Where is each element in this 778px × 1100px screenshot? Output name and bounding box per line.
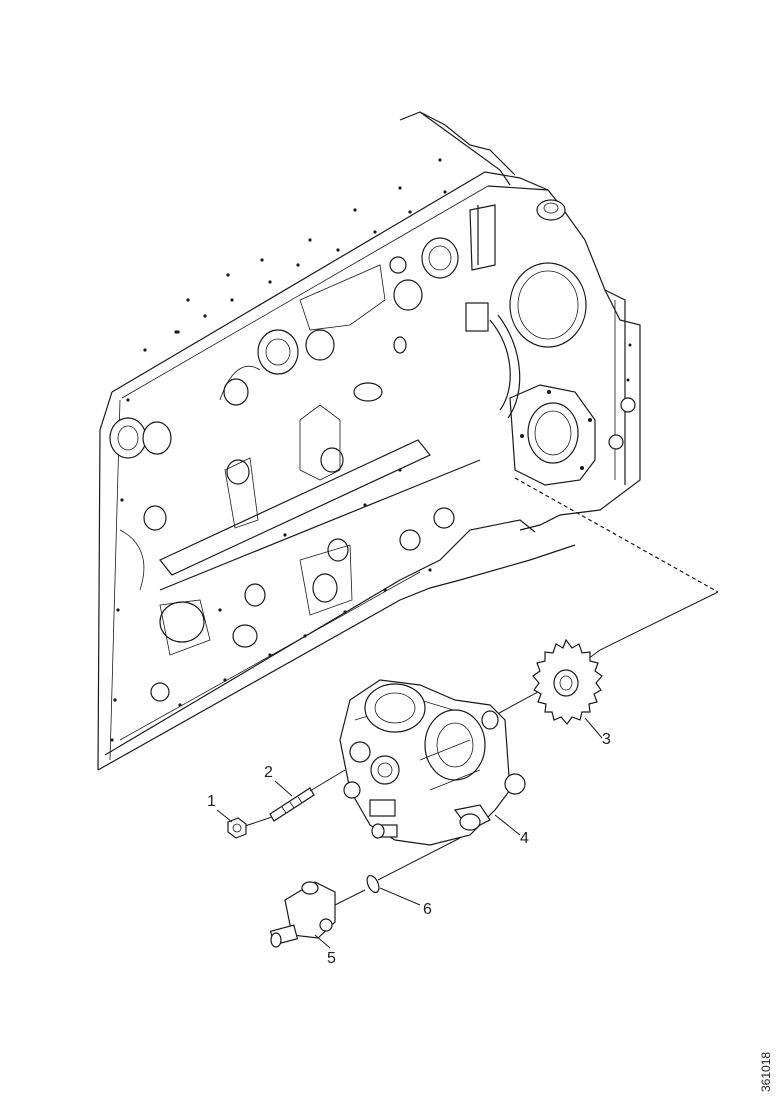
assembly-dashed-line bbox=[514, 477, 719, 593]
callout-3: 3 bbox=[584, 717, 611, 748]
callout-label-5: 5 bbox=[327, 950, 336, 967]
stud-bolt bbox=[244, 769, 346, 827]
o-ring bbox=[366, 837, 461, 894]
reference-code: 361018 bbox=[759, 1052, 773, 1092]
block-dots bbox=[110, 158, 447, 742]
callout-6: 6 bbox=[379, 887, 432, 918]
nut bbox=[227, 817, 247, 839]
assembly-axis-line bbox=[489, 591, 719, 719]
callout-2: 2 bbox=[264, 764, 293, 797]
bearing-bosses bbox=[109, 237, 459, 702]
fuel-metering-unit bbox=[269, 881, 366, 948]
callout-label-4: 4 bbox=[520, 830, 529, 847]
callout-4: 4 bbox=[494, 814, 529, 847]
callout-label-2: 2 bbox=[264, 764, 273, 781]
callout-5: 5 bbox=[314, 934, 336, 967]
high-pressure-pump bbox=[339, 679, 526, 846]
engine-block bbox=[97, 111, 641, 771]
callout-label-6: 6 bbox=[423, 901, 432, 918]
callout-label-3: 3 bbox=[602, 731, 611, 748]
callout-label-1: 1 bbox=[207, 793, 216, 810]
drive-gear bbox=[532, 638, 603, 725]
callout-1: 1 bbox=[207, 793, 233, 823]
